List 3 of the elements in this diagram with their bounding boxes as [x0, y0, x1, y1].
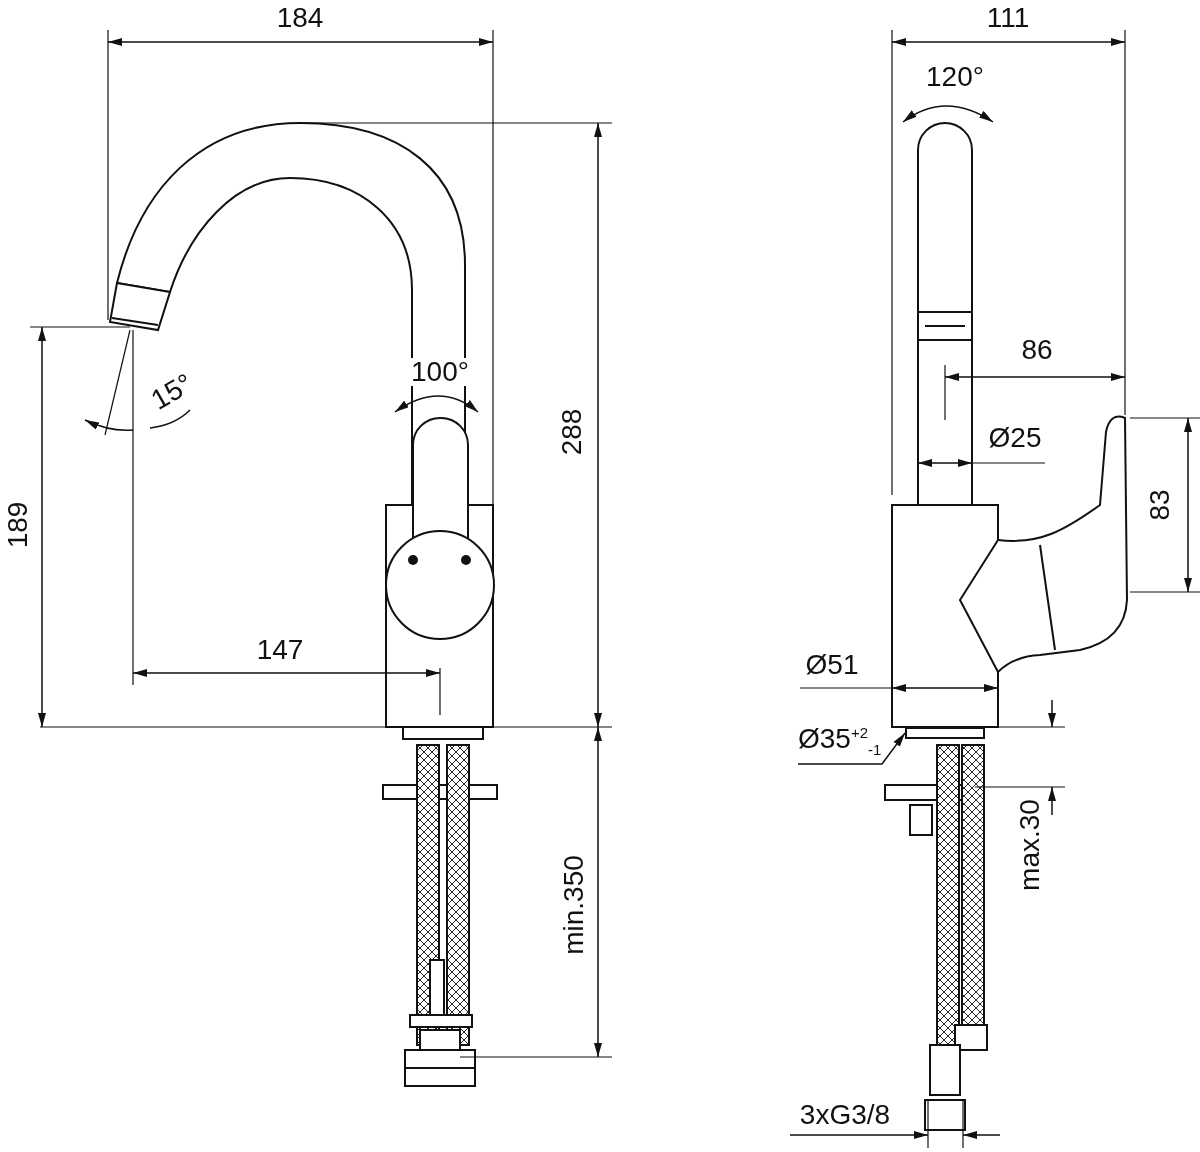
dimension-label: 100° [409, 358, 471, 386]
mounting-plate [905, 727, 985, 739]
leader-line [797, 732, 906, 765]
